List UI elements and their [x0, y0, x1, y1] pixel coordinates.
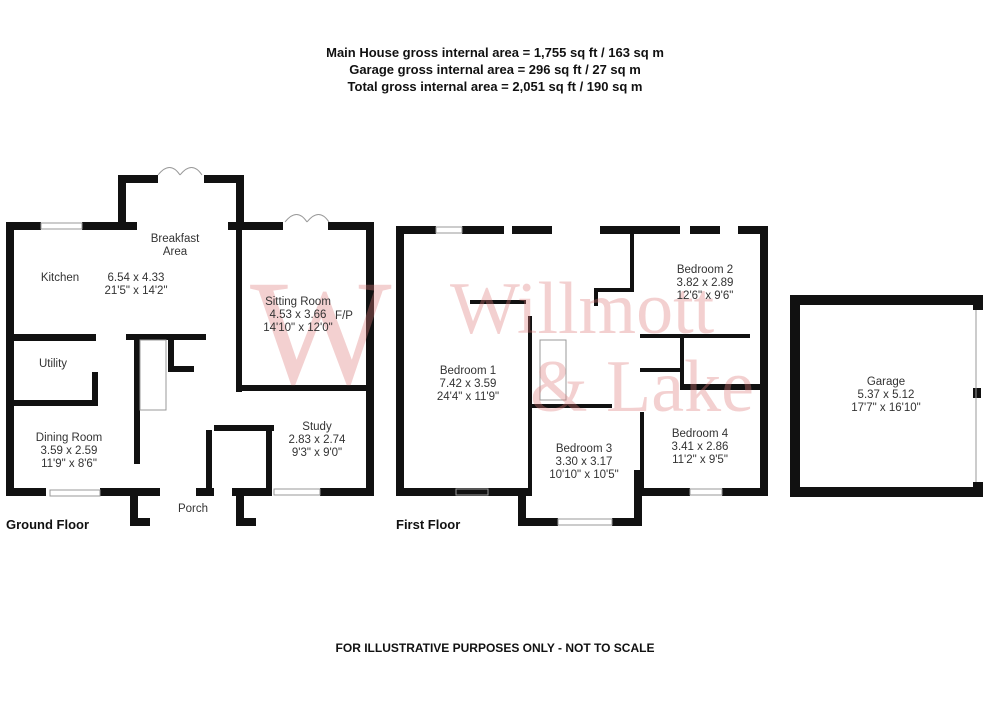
bed3-name: Bedroom 3: [555, 443, 613, 455]
bed1-metric: 7.42 x 3.59: [439, 378, 497, 390]
room-garage: Garage 5.37 x 5.12 17'7" x 16'10": [851, 376, 920, 415]
garage-area: Garage gross internal area = 296 sq ft /…: [349, 62, 641, 77]
room-bedroom-1: Bedroom 1 7.42 x 3.59 24'4" x 11'9": [437, 365, 499, 404]
room-kitchen: Kitchen: [40, 272, 80, 284]
garage-name: Garage: [866, 376, 906, 388]
first-floor-label: First Floor: [396, 517, 461, 532]
total-area: Total gross internal area = 2,051 sq ft …: [347, 79, 643, 94]
dining-name: Dining Room: [35, 432, 103, 444]
bed2-imperial: 12'6" x 9'6": [676, 290, 734, 302]
bed4-name: Bedroom 4: [671, 428, 729, 440]
study-metric: 2.83 x 2.74: [288, 434, 346, 446]
garage-imperial: 17'7" x 16'10": [851, 402, 921, 414]
room-breakfast-area: Breakfast Area: [150, 233, 200, 258]
room-bedroom-4: Bedroom 4 3.41 x 2.86 11'2" x 9'5": [672, 428, 729, 467]
room-study: Study 2.83 x 2.74 9'3" x 9'0": [289, 421, 346, 460]
room-sitting-room: Sitting Room 4.53 x 3.66 14'10" x 12'0": [263, 296, 332, 335]
dining-imperial: 11'9" x 8'6": [41, 458, 97, 470]
kitchen-metric: 6.54 x 4.33: [107, 272, 165, 284]
bed3-imperial: 10'10" x 10'5": [549, 469, 619, 481]
bed1-name: Bedroom 1: [439, 365, 497, 377]
room-porch: Porch: [177, 503, 209, 515]
area-summary: Main House gross internal area = 1,755 s…: [0, 44, 990, 95]
sitting-name: Sitting Room: [265, 296, 331, 308]
garage-walls: [790, 295, 983, 497]
fireplace-label: F/P: [335, 310, 353, 322]
room-dining-room: Dining Room 3.59 x 2.59 11'9" x 8'6": [36, 432, 102, 471]
bed1-imperial: 24'4" x 11'9": [436, 391, 500, 403]
study-name: Study: [302, 421, 332, 433]
study-imperial: 9'3" x 9'0": [291, 447, 343, 459]
room-bedroom-2: Bedroom 2 3.82 x 2.89 12'6" x 9'6": [677, 264, 734, 303]
disclaimer: FOR ILLUSTRATIVE PURPOSES ONLY - NOT TO …: [335, 641, 655, 655]
ground-floor-label: Ground Floor: [6, 517, 90, 532]
kitchen-imperial: 21'5" x 14'2": [104, 285, 168, 297]
sitting-metric: 4.53 x 3.66: [269, 309, 327, 321]
bed4-metric: 3.41 x 2.86: [671, 441, 729, 453]
bed2-metric: 3.82 x 2.89: [676, 277, 734, 289]
room-bedroom-3: Bedroom 3 3.30 x 3.17 10'10" x 10'5": [549, 443, 618, 482]
bed4-imperial: 11'2" x 9'5": [672, 454, 728, 466]
first-floor-walls: [396, 226, 768, 526]
dining-metric: 3.59 x 2.59: [40, 445, 98, 457]
kitchen-dimensions: 6.54 x 4.33 21'5" x 14'2": [104, 272, 167, 298]
main-house-area: Main House gross internal area = 1,755 s…: [326, 45, 664, 60]
bed3-metric: 3.30 x 3.17: [555, 456, 613, 468]
sitting-imperial: 14'10" x 12'0": [263, 322, 333, 334]
bed2-name: Bedroom 2: [676, 264, 734, 276]
garage-metric: 5.37 x 5.12: [857, 389, 915, 401]
room-utility: Utility: [38, 358, 68, 370]
ground-floor-walls: [6, 175, 374, 526]
doors-windows: [40, 167, 977, 526]
